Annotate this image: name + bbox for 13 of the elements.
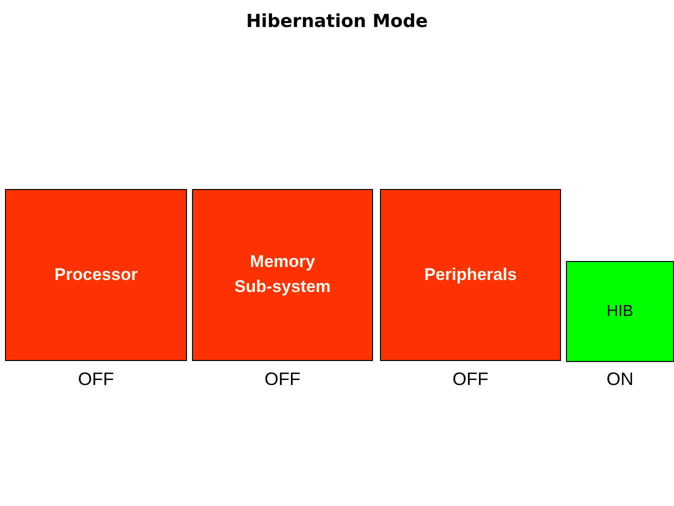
state-label: ON <box>606 369 634 390</box>
block-box <box>380 189 561 361</box>
block-box <box>5 189 187 361</box>
block-label: Peripherals <box>424 264 517 286</box>
state-label: OFF <box>78 369 114 390</box>
block-label: HIB <box>606 302 634 322</box>
state-label: OFF <box>264 369 300 390</box>
block-box <box>566 261 674 362</box>
state-label: OFF <box>452 369 488 390</box>
block-box <box>192 189 373 361</box>
block-label: Memory Sub-system <box>233 251 332 298</box>
diagram-title: Hibernation Mode <box>246 11 428 32</box>
block-label: Processor <box>54 264 138 286</box>
